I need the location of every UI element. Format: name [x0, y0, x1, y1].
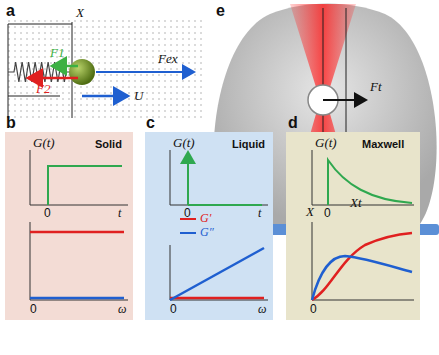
panel-d-drawing	[312, 256, 412, 300]
axis-label: G(t)	[33, 136, 55, 150]
panel-d-drawing	[286, 132, 420, 320]
axis-label: t	[118, 207, 121, 220]
panel-letter: b	[6, 114, 16, 132]
panel-b-drawing	[5, 132, 133, 320]
panel-b-drawing	[30, 222, 31, 300]
panel-c-drawing	[145, 132, 273, 320]
panel-letter: a	[6, 2, 15, 20]
panel-a-drawing	[4, 20, 204, 122]
panel-a-drawing	[52, 65, 78, 68]
panel-b-drawing	[30, 300, 128, 301]
panel-letter: e	[216, 2, 225, 20]
axis-label: Ft	[370, 80, 382, 94]
panel-a-drawing	[8, 24, 9, 118]
panel-d-drawing	[312, 150, 313, 205]
panel-b-drawing	[48, 166, 122, 205]
axis-label: G″	[200, 226, 214, 239]
panel-c-drawing	[170, 245, 171, 300]
axis-label: F2	[36, 82, 50, 96]
axis-label: 0	[324, 207, 331, 220]
panel-c-drawing	[188, 204, 262, 206]
panel-b-drawing	[30, 205, 128, 206]
axis-label: Fex	[158, 52, 177, 66]
panel-letter: c	[146, 114, 155, 132]
panel-d-drawing	[312, 300, 414, 301]
panel-letter: Liquid	[232, 138, 265, 150]
panel-b-drawing	[5, 132, 133, 320]
axis-label: 0	[310, 303, 317, 316]
panel-c-drawing	[180, 232, 196, 234]
panel-a-drawing	[4, 20, 204, 122]
panel-c-drawing	[145, 132, 273, 320]
panel-b-drawing	[30, 231, 124, 234]
panel-c-drawing	[170, 205, 268, 206]
panel-c-drawing	[170, 248, 264, 300]
panel-a-drawing	[8, 96, 60, 97]
axis-label: G(t)	[173, 136, 195, 150]
panel-c-drawing	[170, 297, 264, 300]
panel-letter: d	[288, 114, 298, 132]
panel-a-drawing	[96, 71, 194, 73]
axis-label: 0	[184, 207, 191, 220]
axis-label: ω	[118, 303, 126, 316]
axis-label: U	[134, 89, 143, 103]
axis-label: G(t)	[315, 136, 337, 150]
panel-letter: Solid	[95, 138, 122, 150]
axis-label: 0	[44, 207, 51, 220]
panel-letter: Maxwell	[362, 138, 404, 150]
panel-d-drawing	[328, 160, 412, 205]
axis-label: 0	[170, 303, 177, 316]
axis-label: G′	[200, 212, 211, 225]
panel-d-drawing	[286, 132, 420, 320]
axis-label: X	[76, 6, 84, 20]
panel-d-drawing	[312, 222, 313, 300]
panel-a-drawing	[82, 95, 128, 98]
panel-a-drawing	[69, 59, 95, 85]
axis-label: 0	[30, 303, 37, 316]
axis-label: F1	[50, 46, 64, 60]
panel-c-drawing	[170, 300, 268, 301]
axis-label: t	[258, 207, 261, 220]
panel-c-drawing	[170, 150, 171, 205]
axis-label: ω	[258, 303, 266, 316]
panel-e-drawing	[323, 99, 366, 101]
axis-label: Xt	[350, 196, 362, 210]
panel-a-drawing	[8, 24, 72, 25]
axis-label: X	[306, 205, 314, 219]
panel-b-drawing	[30, 297, 124, 300]
panel-c-drawing	[187, 152, 189, 205]
panel-a-drawing	[28, 77, 78, 80]
panel-d-drawing	[312, 233, 412, 300]
panel-b-drawing	[30, 150, 31, 205]
